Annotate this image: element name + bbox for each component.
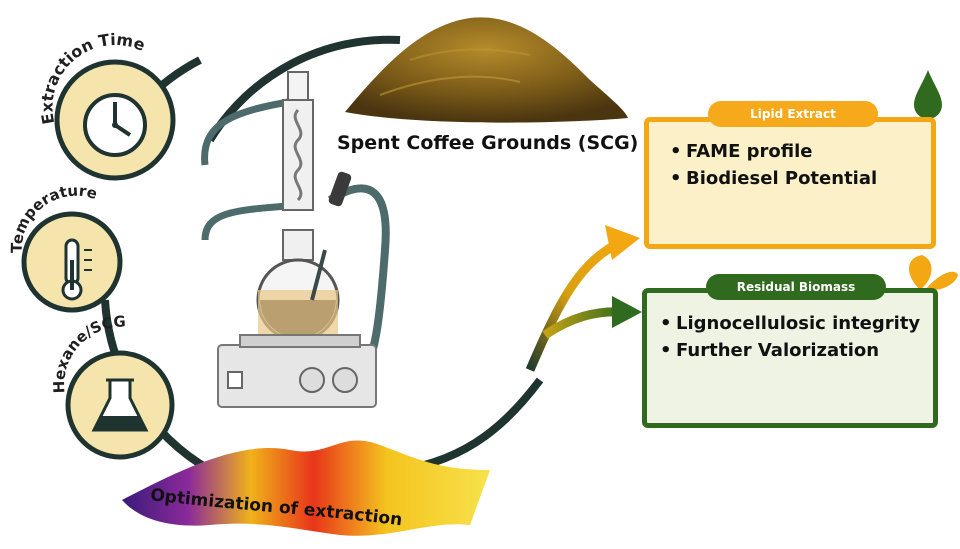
- residual-biomass-panel: [642, 288, 938, 428]
- lipid-extract-list: •FAME profile •Biodiesel Potential: [670, 138, 877, 192]
- list-item: •FAME profile: [670, 141, 813, 162]
- list-item: •Lignocellulosic integrity: [660, 313, 921, 334]
- oil-drop-icon: [914, 70, 942, 119]
- scg-label: Spent Coffee Grounds (SCG): [337, 132, 639, 154]
- outcome-arrows: [525, 225, 642, 372]
- badge-hexane-scg: [65, 350, 175, 460]
- residual-biomass-list: •Lignocellulosic integrity •Further Valo…: [660, 310, 920, 364]
- thermometer-icon: [61, 238, 92, 301]
- badge-temperature: [21, 211, 123, 313]
- coffee-grounds-pile: [345, 17, 628, 123]
- leaves-icon: [908, 255, 958, 291]
- lipid-extract-tag: Lipid Extract: [708, 101, 878, 127]
- flask-icon: [91, 378, 149, 432]
- optimization-wave: [122, 440, 490, 536]
- residual-biomass-tag: Residual Biomass: [706, 274, 886, 300]
- clock-icon: [83, 93, 147, 157]
- list-item: •Further Valorization: [660, 340, 880, 361]
- list-item: •Biodiesel Potential: [670, 168, 878, 189]
- soxhlet-apparatus: [201, 71, 390, 408]
- badge-extraction-time: [54, 59, 176, 181]
